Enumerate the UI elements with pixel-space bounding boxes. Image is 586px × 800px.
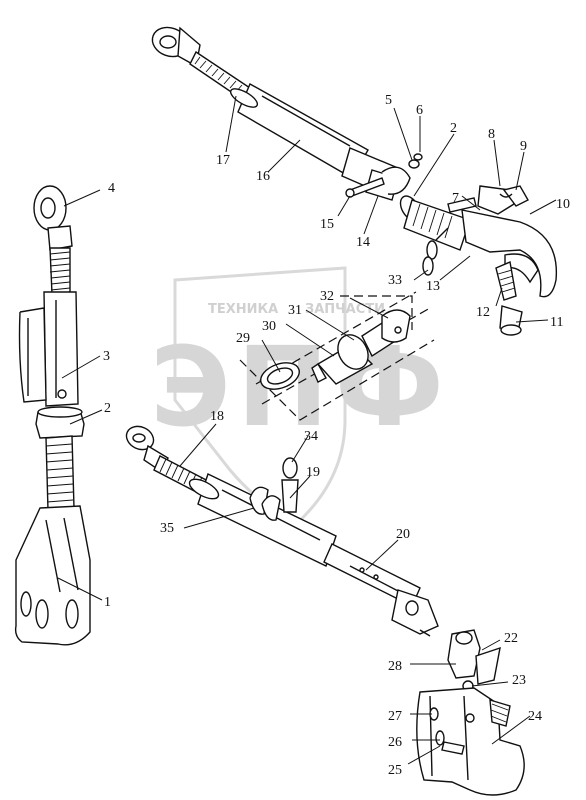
- callout-26: 26: [388, 735, 402, 750]
- callout-9: 9: [520, 139, 527, 154]
- callout-4: 4: [108, 181, 115, 196]
- callout-17: 17: [216, 153, 230, 168]
- callout-18: 18: [210, 409, 224, 424]
- callout-27: 27: [388, 709, 402, 724]
- watermark-sub-left: ТЕХНИКА: [208, 302, 278, 317]
- watermark-sub-right: ЗАПЧАСТИ: [305, 302, 385, 317]
- callout-11: 11: [550, 315, 563, 330]
- callout-16: 16: [256, 169, 270, 184]
- lower-top-link: [125, 425, 439, 637]
- callout-1: 1: [104, 595, 111, 610]
- callout-8: 8: [488, 127, 495, 142]
- callout-29: 29: [236, 331, 250, 346]
- callout-34: 34: [304, 429, 318, 444]
- callout-31: 31: [288, 303, 302, 318]
- callout-33: 33: [388, 273, 402, 288]
- callout-15: 15: [320, 217, 334, 232]
- callout-25: 25: [388, 763, 402, 778]
- callout-3: 3: [103, 349, 110, 364]
- callout-7: 7: [452, 191, 459, 206]
- callout-12: 12: [476, 305, 490, 320]
- callout-24: 24: [528, 709, 542, 724]
- left-lower-link: [14, 185, 91, 646]
- callout-6: 6: [416, 103, 423, 118]
- callout-19: 19: [306, 465, 320, 480]
- callout-20: 20: [396, 527, 410, 542]
- coupling-assembly: [239, 291, 435, 421]
- callout-35: 35: [160, 521, 174, 536]
- callout-13: 13: [426, 279, 440, 294]
- upper-top-link: [151, 26, 423, 201]
- callout-22: 22: [504, 631, 518, 646]
- lower-hook-assembly: [416, 629, 525, 796]
- callout-2-left: 2: [104, 401, 111, 416]
- watermark-letters: ЭПФ: [150, 323, 450, 451]
- watermark-logo: ТЕХНИКА ЗАПЧАСТИ ЭПФ: [150, 266, 450, 527]
- upper-hook-assembly: [399, 185, 558, 336]
- callout-5: 5: [385, 93, 392, 108]
- callout-32: 32: [320, 289, 334, 304]
- callout-23: 23: [512, 673, 526, 688]
- callout-30: 30: [262, 319, 276, 334]
- callout-labels: 1 2 3 4 5 6 2 7 8 9 10 11 12 13 14 15 16…: [103, 93, 570, 778]
- callout-14: 14: [356, 235, 370, 250]
- leader-lines: [57, 95, 557, 765]
- callout-28: 28: [388, 659, 402, 674]
- callout-10: 10: [556, 197, 570, 212]
- callout-2-upper: 2: [450, 121, 457, 136]
